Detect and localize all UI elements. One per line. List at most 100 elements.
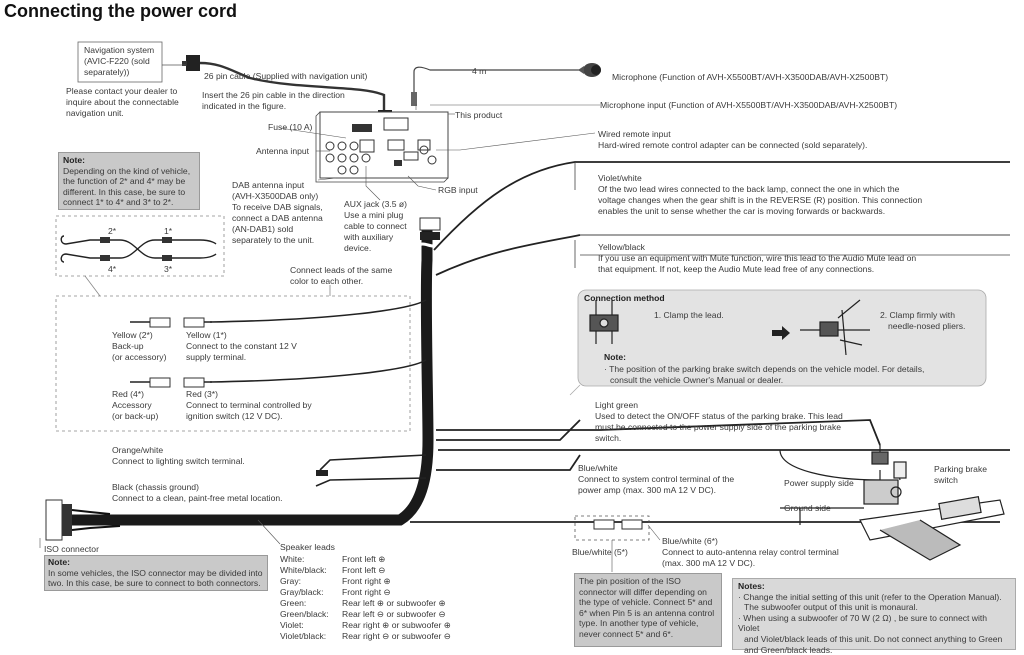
red3-2: Connect to terminal controlled by — [186, 400, 312, 410]
notes-3: · When using a subwoofer of 70 W (2 Ω) ,… — [738, 612, 988, 634]
cross-label-1: 1* — [164, 226, 173, 236]
dab-4: connect a DAB antenna — [232, 213, 323, 223]
aux-4: with auxiliary — [344, 232, 394, 242]
speaker-wire-1: White/black: — [280, 565, 327, 575]
note-vehicle-2: the function of 2* and 4* may be — [63, 176, 186, 187]
nav-system-box — [77, 41, 163, 83]
violet-3: voltage changes when the gear shift is i… — [598, 195, 923, 205]
nav-box-line1: Navigation system — [84, 45, 155, 55]
yellowblack-3: that equipment. If not, keep the Audio M… — [598, 264, 875, 274]
black-2: Connect to a clean, paint-free metal loc… — [112, 493, 283, 503]
iso-note-header: Note: — [48, 557, 70, 567]
nav-box-line3: separately)) — [84, 67, 130, 77]
aux-2: Use a mini plug — [344, 210, 404, 220]
connection-note-2: consult the vehicle Owner's Manual or de… — [610, 375, 784, 385]
speaker-wire-6: Violet: — [280, 620, 304, 630]
cross-wiring-diagram — [60, 235, 217, 263]
speaker-header: Speaker leads — [280, 542, 335, 552]
iso-note-box: Note: In some vehicles, the ISO connecto… — [44, 555, 268, 591]
note-vehicle-1: Depending on the kind of vehicle, — [63, 165, 191, 176]
notes-box: Notes: · Change the initial setting of t… — [732, 578, 1016, 655]
dab-2: (AVH-X3500DAB only) — [232, 191, 319, 201]
aux-3: cable to connect — [344, 221, 407, 231]
speaker-func-4: Rear left ⊕ or subwoofer ⊕ — [342, 598, 446, 608]
nav-contact-1: Please contact your dealer to — [66, 86, 178, 96]
violet-2: Of the two lead wires connected to the b… — [598, 184, 900, 194]
mic-label: Microphone (Function of AVH-X5500BT/AVH-… — [612, 72, 889, 82]
bluewhite6-2: Connect to auto-antenna relay control te… — [662, 547, 839, 557]
yellowblack-2: If you use an equipment with Mute functi… — [598, 253, 917, 263]
violet-4: enables the unit to sense whether the ca… — [598, 206, 886, 216]
speaker-wire-2: Gray: — [280, 576, 302, 586]
connection-step1: 1. Clamp the lead. — [654, 310, 724, 320]
black-1: Black (chassis ground) — [112, 482, 199, 492]
violet-1: Violet/white — [598, 173, 642, 183]
bluewhite-3: power amp (max. 300 mA 12 V DC). — [578, 485, 717, 495]
pin-note-6: never connect 5* and 6*. — [579, 628, 674, 639]
bluewhite-1: Blue/white — [578, 463, 618, 473]
speaker-func-5: Rear left ⊖ or subwoofer ⊖ — [342, 609, 446, 619]
nav-insert-2: indicated in the figure. — [202, 101, 287, 111]
bluewhite6-1: Blue/white (6*) — [662, 536, 718, 546]
notes-header: Notes: — [738, 581, 765, 591]
speaker-func-1: Front left ⊖ — [342, 565, 386, 575]
yellow2-1: Yellow (2*) — [112, 330, 153, 340]
connector-red-pair — [130, 377, 212, 388]
red4-3: (or back-up) — [112, 411, 159, 421]
same-color-2: color to each other. — [290, 276, 364, 286]
nav-contact-2: inquire about the connectable — [66, 97, 179, 107]
pin-note-1: The pin position of the ISO — [579, 576, 681, 586]
iso-connector — [45, 499, 63, 541]
speaker-wire-3: Gray/black: — [280, 587, 324, 597]
connection-note-1: · The position of the parking brake swit… — [604, 364, 925, 374]
pin-note-5: type. In another type of vehicle, — [579, 618, 699, 629]
yellow1-2: Connect to the constant 12 V — [186, 341, 297, 351]
orange-1: Orange/white — [112, 445, 164, 455]
speaker-func-7: Rear right ⊖ or subwoofer ⊖ — [342, 631, 451, 641]
speaker-func-2: Front right ⊕ — [342, 576, 391, 586]
aux-1: AUX jack (3.5 ø) — [344, 199, 408, 209]
note-vehicle-box: Note: Depending on the kind of vehicle, … — [58, 152, 200, 210]
lightgreen-1: Light green — [595, 400, 639, 410]
red4-1: Red (4*) — [112, 389, 144, 399]
aux-5: device. — [344, 243, 372, 253]
yellow2-2: Back-up — [112, 341, 144, 351]
orange-2: Connect to lighting switch terminal. — [112, 456, 245, 466]
cross-label-4: 4* — [108, 264, 117, 274]
notes-1: · Change the initial setting of this uni… — [738, 591, 1002, 602]
pin-note-2: connector will differ depending on — [579, 586, 707, 597]
main-harness — [66, 225, 434, 526]
parking-brake-icon — [779, 445, 1005, 561]
iso-note-1: In some vehicles, the ISO connector may … — [48, 567, 263, 578]
note-vehicle-3: different. In this case, be sure to — [63, 186, 186, 197]
bluewhite-2: Connect to system control terminal of th… — [578, 474, 735, 484]
nav-contact-3: navigation unit. — [66, 108, 124, 118]
connection-step2-1: 2. Clamp firmly with — [880, 310, 955, 320]
nav-cable — [199, 61, 386, 112]
rgb-input-label: RGB input — [438, 185, 478, 195]
nav-box-line2: (AVIC-F220 (sold — [84, 56, 150, 66]
speaker-func-3: Front right ⊖ — [342, 587, 391, 597]
nav-insert-1: Insert the 26 pin cable in the direction — [202, 90, 345, 100]
lightgreen-3: must be connected to the power supply si… — [595, 422, 842, 432]
this-product-label: This product — [455, 110, 503, 120]
lightgreen-2: Used to detect the ON/OFF status of the … — [595, 411, 843, 421]
page-title: Connecting the power cord — [4, 1, 238, 21]
connection-method-header: Connection method — [584, 293, 665, 303]
power-supply-side: Power supply side — [784, 478, 854, 488]
fuse-label: Fuse (10 A) — [268, 122, 313, 132]
clamp-step2-icon — [800, 299, 870, 356]
yellow2-3: (or accessory) — [112, 352, 167, 362]
antenna-input-label: Antenna input — [256, 146, 310, 156]
connection-note-header: Note: — [604, 352, 626, 362]
wired-remote-2: Hard-wired remote control adapter can be… — [598, 140, 868, 150]
same-color-1: Connect leads of the same — [290, 265, 393, 275]
pin-note-4: 6* when Pin 5 is an antenna control — [579, 607, 715, 618]
pin-note-3: the type of vehicle. Connect 5* and — [579, 597, 713, 608]
red4-2: Accessory — [112, 400, 152, 410]
mic-length: 4 m — [472, 66, 487, 76]
mic-cable — [413, 66, 580, 95]
dab-6: separately to the unit. — [232, 235, 315, 245]
dab-3: To receive DAB signals, — [232, 202, 323, 212]
same-color-area — [55, 295, 411, 432]
